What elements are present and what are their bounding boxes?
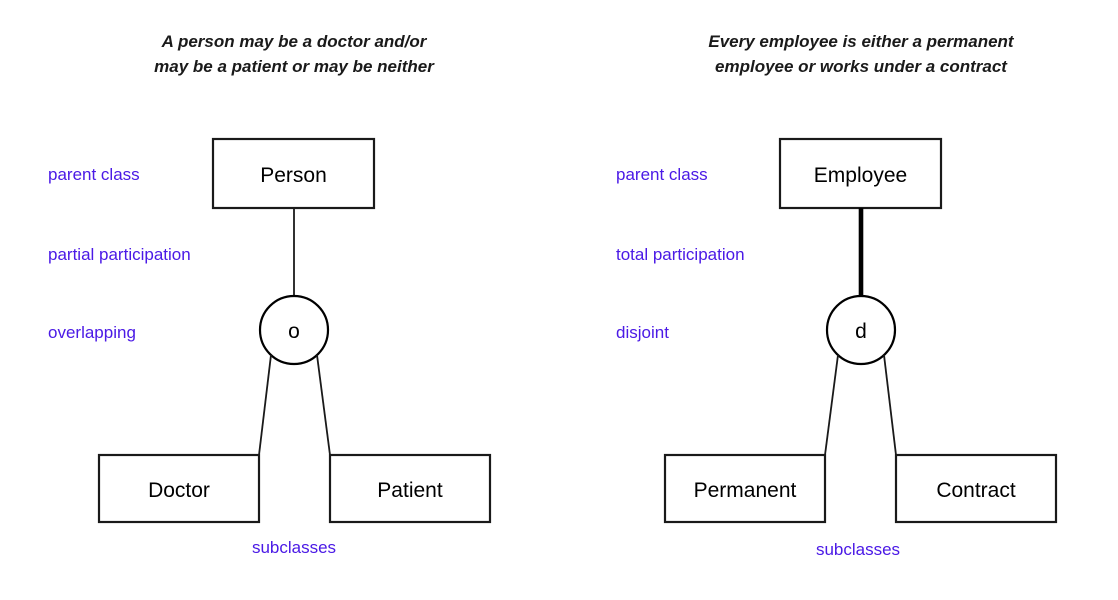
employee-participation-annotation: total participation <box>616 245 745 264</box>
entity-label-permanent: Permanent <box>694 479 797 502</box>
employee-to-permanent-line <box>824 354 839 456</box>
specialization-symbol-disjoint: d <box>855 320 867 343</box>
entity-box-person[interactable] <box>211 137 376 210</box>
entity-label-doctor: Doctor <box>148 479 210 502</box>
entity-label-contract: Contract <box>936 479 1016 502</box>
specialization-circle-overlapping[interactable] <box>258 294 330 366</box>
person-constraint-annotation: overlapping <box>48 323 136 342</box>
entity-box-employee[interactable] <box>778 137 943 210</box>
employee-specialization-group: Every employee is either a permanent emp… <box>616 32 1058 559</box>
person-to-doctor-line <box>258 354 272 456</box>
person-to-patient-line <box>316 354 331 456</box>
person-caption-line2: may be a patient or may be neither <box>154 57 435 76</box>
person-participation-annotation: partial participation <box>48 245 191 264</box>
specialization-circle-disjoint[interactable] <box>825 294 897 366</box>
entity-box-doctor[interactable] <box>97 453 261 524</box>
employee-subclasses-annotation: subclasses <box>816 540 900 559</box>
entity-label-person: Person <box>260 164 327 187</box>
entity-box-contract[interactable] <box>894 453 1058 524</box>
employee-to-contract-line <box>883 354 897 456</box>
person-caption-line1: A person may be a doctor and/or <box>161 32 428 51</box>
employee-constraint-annotation: disjoint <box>616 323 669 342</box>
entity-box-permanent[interactable] <box>663 453 827 524</box>
employee-caption-line2: employee or works under a contract <box>715 57 1008 76</box>
person-parent-class-annotation: parent class <box>48 165 140 184</box>
entity-label-patient: Patient <box>377 479 443 502</box>
person-subclasses-annotation: subclasses <box>252 538 336 557</box>
entity-box-patient[interactable] <box>328 453 492 524</box>
employee-caption-line1: Every employee is either a permanent <box>708 32 1015 51</box>
employee-parent-class-annotation: parent class <box>616 165 708 184</box>
entity-label-employee: Employee <box>814 164 907 187</box>
specialization-symbol-overlapping: o <box>288 320 300 343</box>
person-specialization-group: A person may be a doctor and/or may be a… <box>48 32 492 557</box>
